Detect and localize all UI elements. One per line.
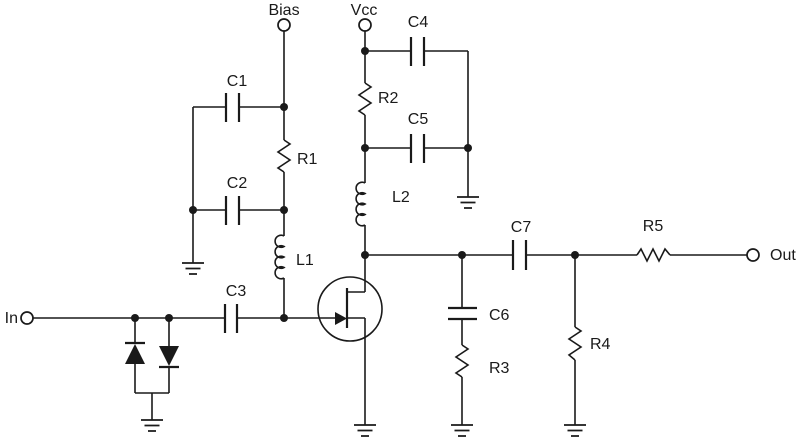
fet-transistor: [317, 276, 383, 342]
diode-triangle: [125, 344, 145, 364]
diode-up: [125, 341, 145, 364]
capacitor-plates: [224, 93, 241, 122]
resistor-R2: [357, 82, 373, 116]
component-label-r1: R1: [297, 151, 318, 168]
component-label-r3: R3: [489, 360, 510, 377]
component-label-c6: C6: [489, 307, 510, 324]
junction-dot: [280, 314, 288, 322]
junction-dot: [189, 206, 197, 214]
terminal-out: [746, 248, 760, 262]
terminal-label-bias: Bias: [268, 2, 299, 19]
component-label-c5: C5: [408, 111, 429, 128]
junction-dot: [280, 103, 288, 111]
junction-dot: [458, 251, 466, 259]
ground-symbol: [451, 424, 473, 437]
capacitor-plates: [448, 306, 477, 321]
component-label-l2: L2: [392, 189, 410, 206]
capacitor-C4: [409, 37, 426, 66]
capacitor-C5: [409, 134, 426, 163]
component-label-r4: R4: [590, 336, 611, 353]
terminal-bias: [277, 18, 291, 32]
ground-symbol: [141, 419, 163, 432]
diode-down: [159, 346, 179, 369]
component-label-c7: C7: [511, 219, 532, 236]
terminal-label-in: In: [5, 310, 18, 327]
component-label-r2: R2: [378, 90, 399, 107]
capacitor-plates: [511, 240, 528, 270]
diode-triangle: [159, 346, 179, 366]
capacitor-C3: [223, 304, 239, 333]
ground-symbol: [457, 196, 479, 209]
inductor-L2: [355, 181, 367, 227]
capacitor-plates: [223, 304, 239, 333]
gate-arrow-icon: [335, 312, 347, 325]
component-label-l1: L1: [296, 252, 314, 269]
capacitor-C7: [511, 240, 528, 270]
junction-dot: [361, 251, 369, 259]
capacitor-plates: [224, 196, 241, 225]
junction-dot: [131, 314, 139, 322]
component-label-c1: C1: [227, 73, 248, 90]
resistor-R3: [454, 344, 470, 378]
ground-symbol: [564, 424, 586, 437]
capacitor-C2: [224, 196, 241, 225]
junction-dot: [280, 206, 288, 214]
component-label-r5: R5: [643, 218, 664, 235]
resistor-R5: [636, 247, 671, 263]
junction-dot: [571, 251, 579, 259]
component-label-c2: C2: [227, 175, 248, 192]
terminal-label-vcc: Vcc: [351, 2, 378, 19]
ground-symbol: [354, 424, 376, 437]
capacitor-plates: [409, 134, 426, 163]
junction-dots: [131, 47, 579, 322]
terminal-label-out: Out: [770, 247, 796, 264]
capacitor-C6: [448, 306, 477, 321]
resistor-R4: [567, 326, 583, 361]
inductor-L1: [274, 234, 286, 280]
junction-dot: [361, 144, 369, 152]
component-label-c3: C3: [226, 283, 247, 300]
ground-symbol: [182, 262, 204, 275]
resistor-R1: [276, 139, 292, 173]
component-label-c4: C4: [408, 14, 429, 31]
transistor-body-circle: [317, 276, 383, 342]
wire-segments: [33, 31, 747, 425]
capacitor-plates: [409, 37, 426, 66]
junction-dot: [165, 314, 173, 322]
junction-dot: [464, 144, 472, 152]
capacitor-C1: [224, 93, 241, 122]
terminal-in: [20, 311, 34, 325]
junction-dot: [361, 47, 369, 55]
terminal-vcc: [358, 18, 372, 32]
